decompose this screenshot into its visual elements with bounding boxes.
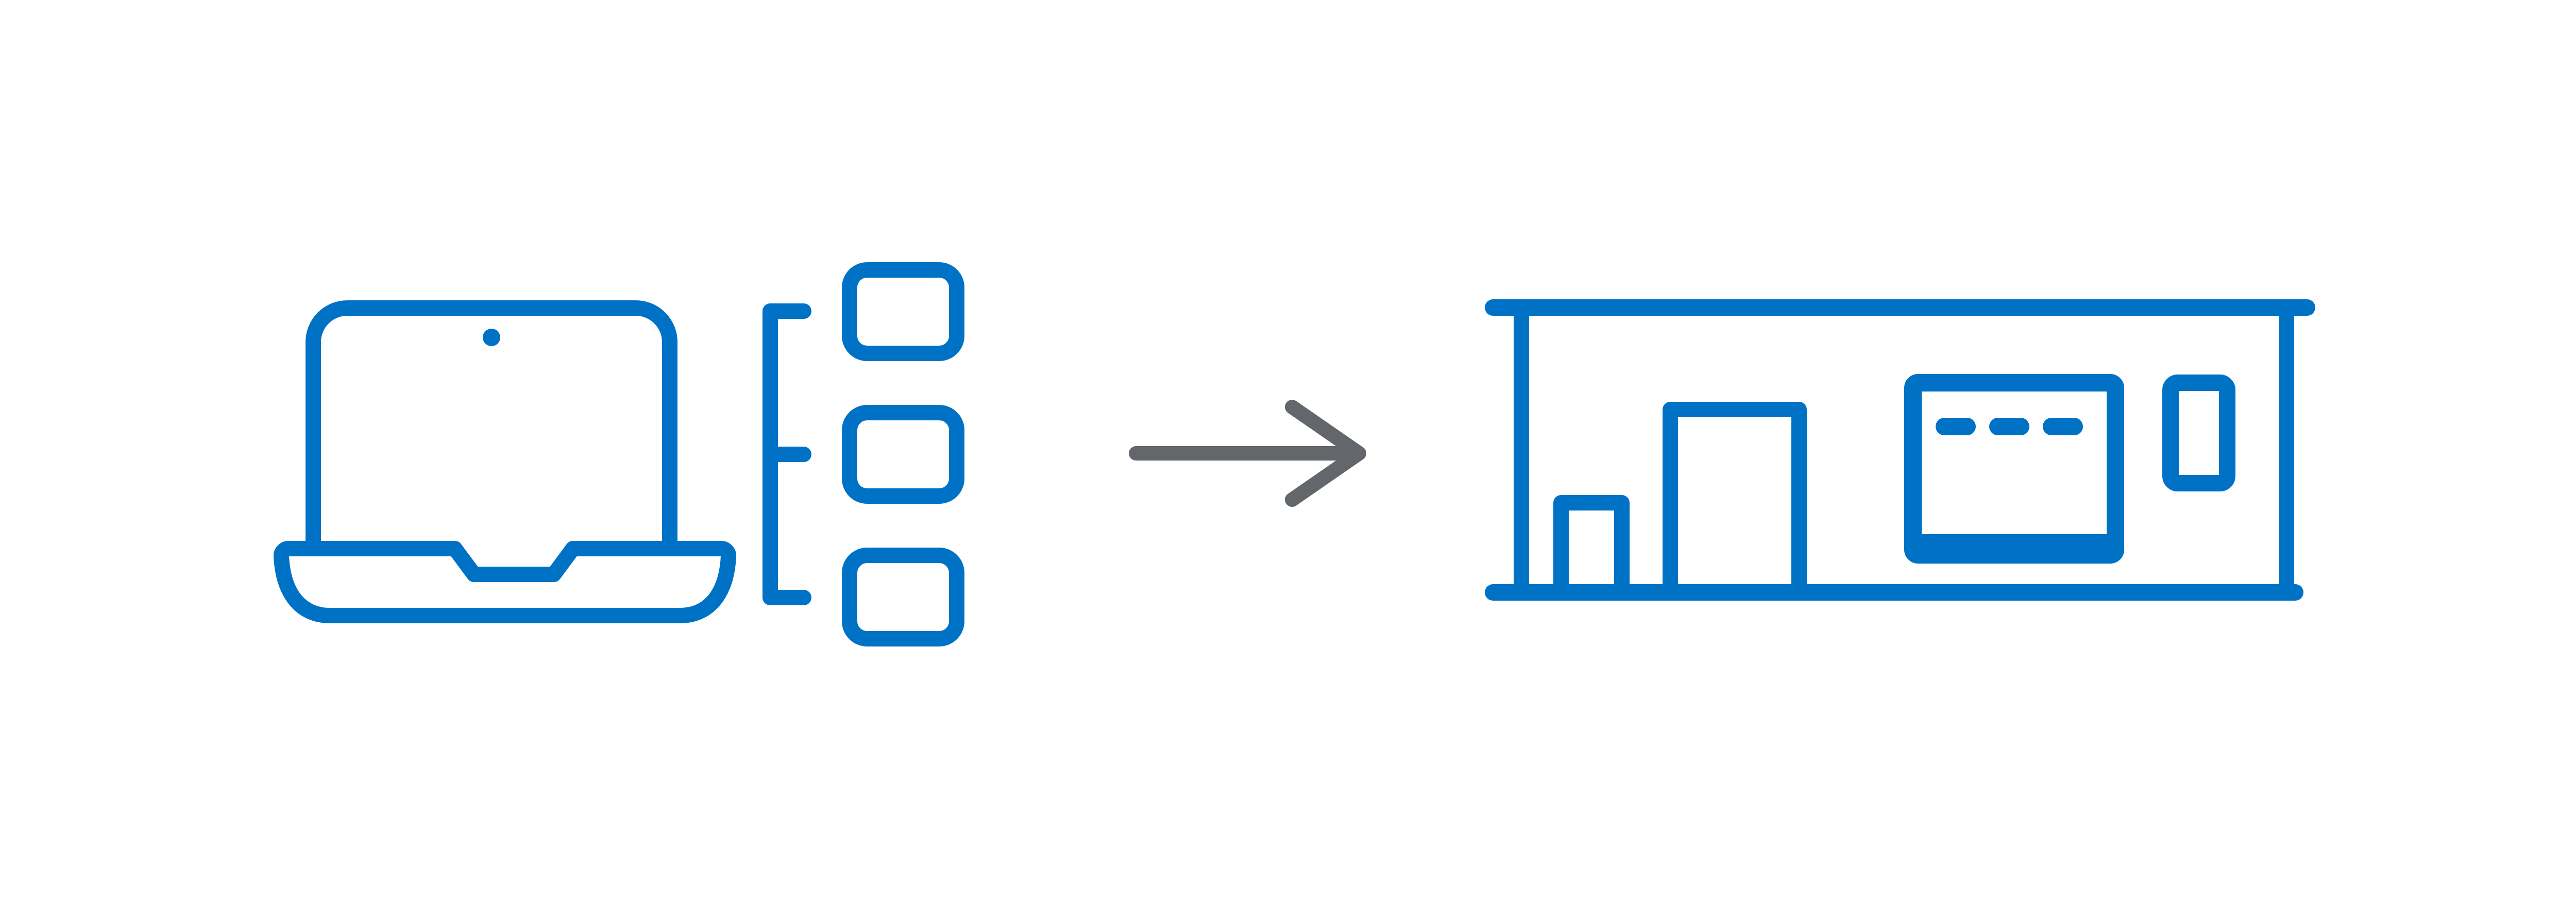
door-frame <box>2162 375 2235 491</box>
monitor-dots-group <box>1936 418 2083 435</box>
monitor-dot-2 <box>1989 418 2029 435</box>
bar-short <box>1553 495 1630 600</box>
monitor-caption-bar <box>1913 534 2115 553</box>
laptop-icon[interactable] <box>274 300 736 623</box>
right-arrow-icon <box>1129 400 1366 507</box>
monitor-dot-1 <box>1936 418 1976 435</box>
bar-tall <box>1663 402 1807 600</box>
tree-node-3[interactable] <box>842 548 964 646</box>
tree-node-2[interactable] <box>842 405 964 504</box>
target-group <box>1485 299 2315 601</box>
laptop-screen-bezel <box>306 300 677 556</box>
source-group <box>274 262 964 646</box>
laptop-camera-dot <box>483 329 500 346</box>
hierarchy-tree-icon[interactable] <box>762 262 964 646</box>
bar-chart-icon[interactable] <box>1553 402 1807 600</box>
door-icon[interactable] <box>2162 375 2235 491</box>
tree-node-1[interactable] <box>842 262 964 361</box>
monitor-frame <box>1904 374 2124 564</box>
laptop-base-tray <box>274 540 736 623</box>
monitor-dot-3 <box>2043 418 2083 435</box>
monitor-icon[interactable] <box>1904 374 2124 564</box>
arrow-head <box>1285 400 1366 507</box>
